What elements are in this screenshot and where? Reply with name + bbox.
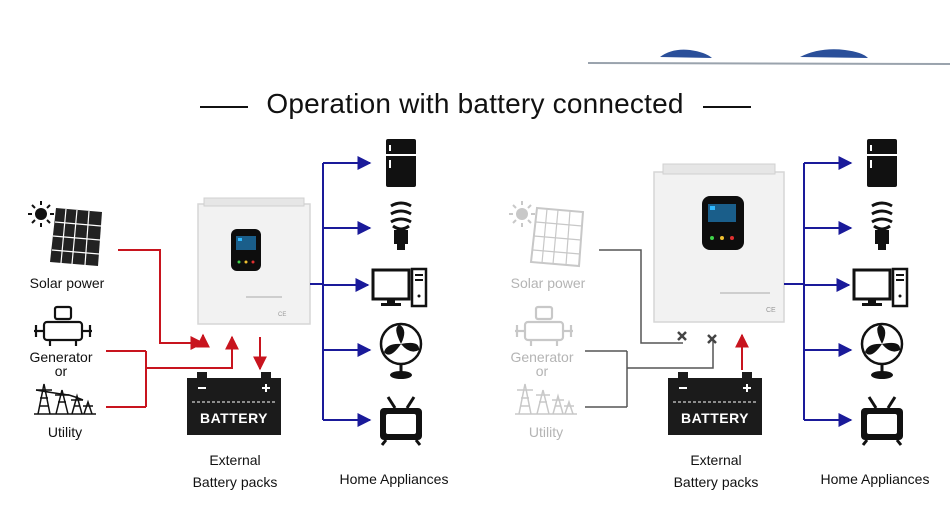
utility-label: Utility (47, 424, 83, 440)
battery-icon: BATTERY (187, 372, 281, 435)
sun-icon (28, 201, 54, 227)
utility-tower-icon (34, 383, 96, 415)
battery-label: BATTERY (681, 410, 749, 426)
inverter-device: CE (653, 163, 785, 323)
battery-caption-line2: Battery packs (673, 474, 759, 490)
svg-text:CE: CE (278, 312, 286, 318)
battery-caption-line1: External (209, 452, 261, 468)
solar-panel-icon (529, 206, 585, 268)
left-input-flow (106, 249, 267, 408)
blocked-x-icon (707, 334, 717, 344)
solar-power-label: Solar power (510, 275, 586, 291)
solar-power-label: Solar power (29, 275, 105, 291)
generator-icon (515, 305, 573, 346)
left-output-flow (310, 156, 372, 427)
computer-icon (371, 267, 428, 308)
title-right-rule (703, 106, 751, 108)
title-left-rule (200, 106, 248, 108)
refrigerator-icon (386, 139, 416, 187)
inverter-device: CE (197, 197, 311, 325)
svg-text:CE: CE (766, 307, 776, 314)
battery-caption-line2: Battery packs (192, 474, 278, 490)
or-label: or (54, 363, 68, 379)
sun-icon (509, 201, 535, 227)
right-output-flow (784, 156, 853, 427)
tv-icon (861, 396, 903, 446)
fan-icon (860, 322, 904, 379)
solar-panel-icon (50, 208, 102, 266)
generator-label: Generator (510, 349, 574, 365)
left-panel: CE BATTERY (28, 139, 428, 446)
blocked-x-icon (677, 331, 687, 341)
generator-label: Generator (29, 349, 93, 365)
home-appliances-label: Home Appliances (820, 471, 930, 487)
or-label: or (535, 363, 549, 379)
fan-icon (379, 322, 423, 379)
battery-label: BATTERY (200, 410, 268, 426)
page-title: Operation with battery connected (266, 88, 684, 119)
battery-icon: BATTERY (668, 372, 762, 435)
top-decoration (587, 49, 950, 65)
utility-tower-icon (515, 383, 577, 415)
generator-icon (34, 305, 92, 346)
home-appliances-label: Home Appliances (339, 471, 449, 487)
tv-icon (380, 396, 422, 446)
right-panel: CE BATTERY (509, 139, 909, 446)
computer-icon (852, 267, 909, 308)
utility-label: Utility (528, 424, 564, 440)
light-bulb-icon (871, 201, 893, 250)
refrigerator-icon (867, 139, 897, 187)
battery-caption-line1: External (690, 452, 742, 468)
light-bulb-icon (390, 201, 412, 250)
right-inactive-input-flow (585, 249, 714, 408)
